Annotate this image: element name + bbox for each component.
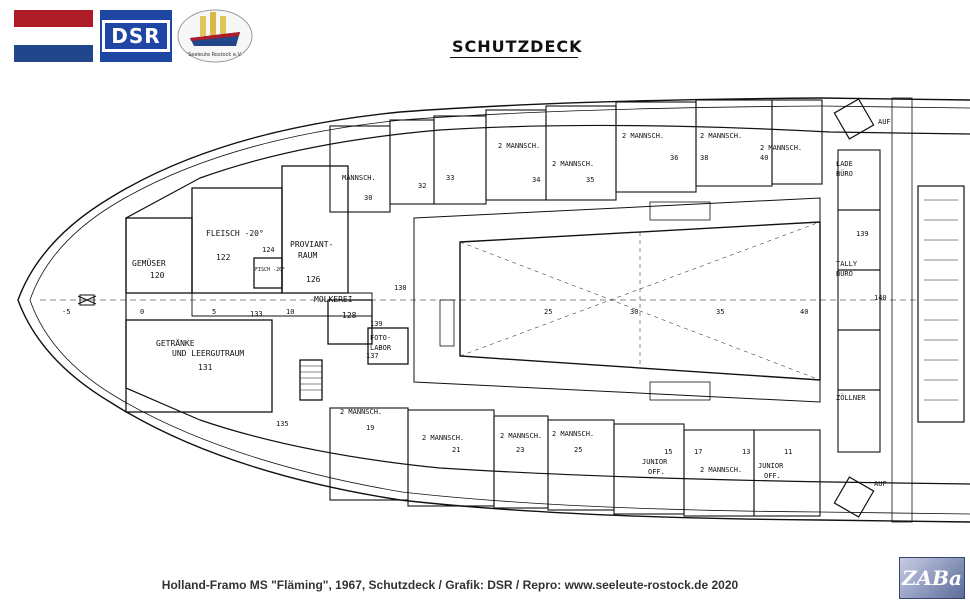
label-zmannsch-10: 2 MANNSCH. [760,144,802,152]
label-zmannsch-9: 2 MANNSCH. [700,466,742,474]
num-33: 33 [446,174,454,182]
label-lade: LADE [836,160,853,168]
dsr-logo-text: DSR [102,20,170,52]
label-auf-2: AUF [874,480,887,488]
label-fisch: FISCH -20° [255,267,285,273]
label-zmannsch-3: 2 MANNSCH. [622,132,664,140]
num-139b: 139 [856,230,869,238]
label-zmannsch-5: 2 MANNSCH. [340,408,382,416]
num-139: 139 [370,320,383,328]
label-mannsch: MANNSCH. [342,174,376,182]
num-19: 19 [366,424,374,432]
label-tally: TALLY [836,260,858,268]
cargo-hatch [459,221,821,381]
room-getraenke [125,319,273,413]
room-molkerei [327,299,373,345]
num-36: 36 [670,154,678,162]
num-140: 140 [874,294,887,302]
aft-grating [917,185,965,423]
label-getraenke: GETRÄNKE [156,338,195,348]
label-zmannsch-7: 2 MANNSCH. [500,432,542,440]
label-tally-2: BÜRO [836,269,853,278]
label-foto: FOTO- [370,334,391,342]
num-17: 17 [694,448,702,456]
num-21: 21 [452,446,460,454]
label-fisch-no: 124 [262,246,275,254]
label-gemuese-no: 120 [150,271,165,280]
num-13: 13 [742,448,750,456]
num-135: 135 [276,420,289,428]
label-zoellner: ZÖLLNER [836,393,866,402]
num-34: 34 [532,176,540,184]
label-fleisch-no: 122 [216,253,231,262]
frame-25: 25 [544,308,552,316]
num-11: 11 [784,448,792,456]
num-15: 15 [664,448,672,456]
title-underline [450,57,578,58]
frame-30: 30 [630,308,638,316]
seal-text: Seeleute Rostock e.V. [188,52,242,58]
num-32: 32 [418,182,426,190]
num-23: 23 [516,446,524,454]
room-foto [367,327,409,365]
label-zmannsch-4: 2 MANNSCH. [700,132,742,140]
room-gemuese [125,217,193,294]
frame-35: 35 [716,308,724,316]
frame-0: 0 [140,308,144,316]
page-title: SCHUTZDECK [452,37,583,56]
label-foto-2: LABOR [370,344,392,352]
label-junior-4: OFF. [764,472,781,480]
label-proviant-2: RAUM [298,251,317,260]
label-lade-2: BÜRO [836,169,853,178]
label-getraenke-2: UND LEERGUTRAUM [172,349,244,358]
frame-5: 5 [212,308,216,316]
corridor [191,292,373,317]
label-junior: JUNIOR [642,458,668,466]
frame-10: 10 [286,308,294,316]
label-fleisch: FLEISCH -20° [206,229,264,238]
stairs-fore [299,359,323,401]
dutch-flag [14,10,93,62]
label-zmannsch-6: 2 MANNSCH. [422,434,464,442]
num-25: 25 [574,446,582,454]
room-proviant [281,165,349,294]
label-proviant: PROVIANT- [290,240,333,249]
label-junior-2: OFF. [648,468,665,476]
label-molkerei: MOLKEREI [314,295,353,304]
label-proviant-no: 126 [306,275,321,284]
label-auf-1: AUF [878,118,891,126]
num-38: 38 [700,154,708,162]
num-40: 40 [760,154,768,162]
label-molkerei-no: 128 [342,311,357,320]
room-fleisch [191,187,283,294]
frame-40: 40 [800,308,808,316]
frame-minus-5: -5 [62,308,70,316]
label-junior-3: JUNIOR [758,462,784,470]
label-zmannsch-2: 2 MANNSCH. [552,160,594,168]
num-35: 35 [586,176,594,184]
label-zmannsch-8: 2 MANNSCH. [552,430,594,438]
deck-plan: GEMÜSER 120 FLEISCH -20° 122 FISCH -20° … [17,97,970,523]
image-caption: Holland-Framo MS "Fläming", 1967, Schutz… [161,578,739,592]
room-fisch [253,257,283,289]
zaba-badge: ZABa [899,557,965,599]
seeleute-rostock-seal: Seeleute Rostock e.V. [177,9,253,63]
num-137: 137 [366,352,379,360]
num-30: 30 [364,194,372,202]
label-getraenke-no: 131 [198,363,213,372]
dsr-logo: DSR [100,10,172,62]
num-130: 130 [394,284,407,292]
windlass-icon [77,294,97,306]
label-zmannsch-1: 2 MANNSCH. [498,142,540,150]
label-gemuese: GEMÜSER [132,258,166,268]
num-133: 133 [250,310,263,318]
